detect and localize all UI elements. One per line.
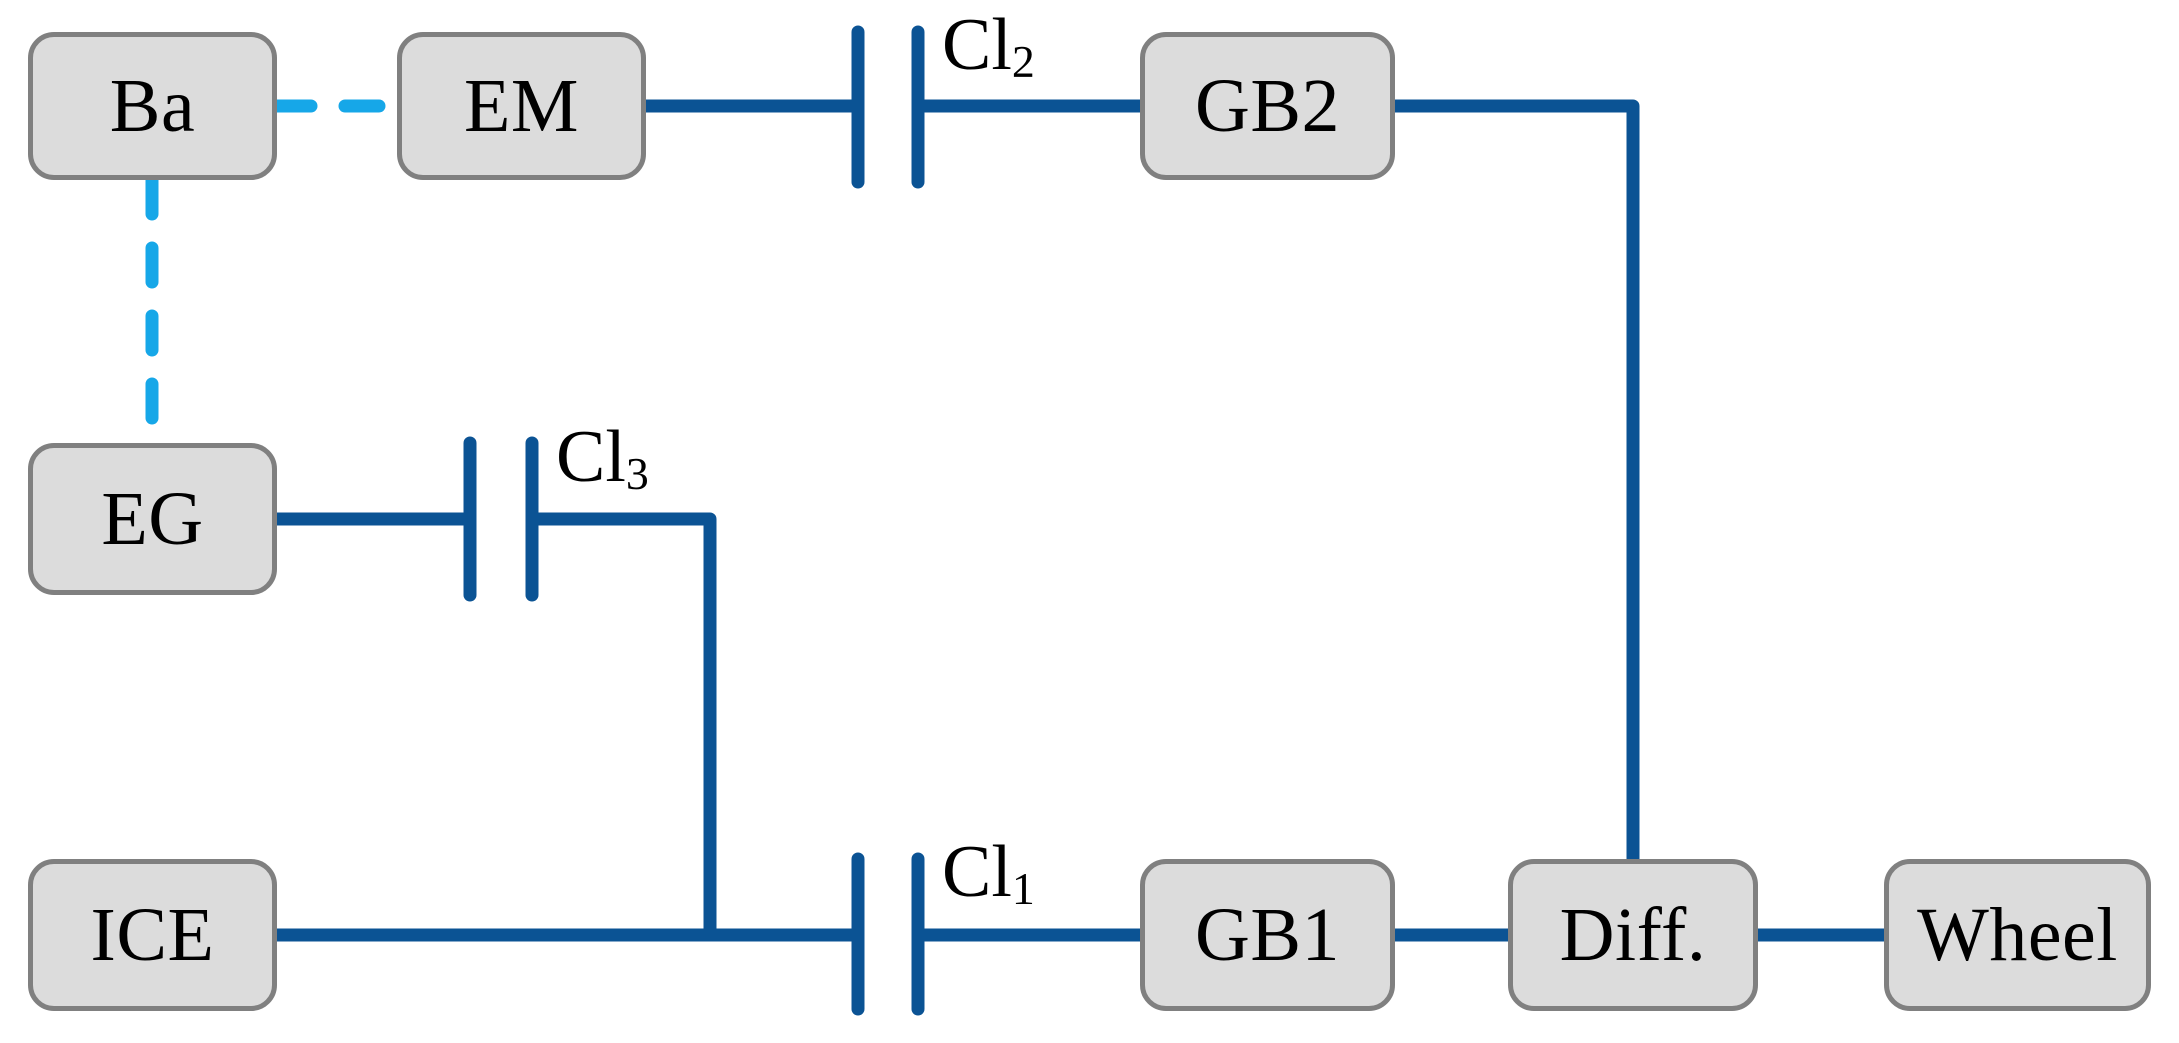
- clutch-label-cl1: Cl1: [942, 835, 1035, 912]
- clutch-label-cl3: Cl3: [556, 420, 649, 497]
- clutch-label-subscript-cl2: 2: [1011, 36, 1035, 88]
- clutch-label-text-cl2: Cl: [942, 4, 1012, 86]
- clutch-label-subscript-cl1: 1: [1011, 863, 1035, 915]
- node-label-em: EM: [464, 64, 579, 148]
- node-ice[interactable]: ICE: [28, 859, 277, 1011]
- node-diff[interactable]: Diff.: [1508, 859, 1758, 1011]
- node-em[interactable]: EM: [397, 32, 646, 180]
- node-label-ba: Ba: [109, 64, 196, 148]
- link-cl3-shaft: [525, 512, 717, 942]
- node-label-ice: ICE: [90, 893, 215, 977]
- node-label-wheel: Wheel: [1917, 893, 2118, 977]
- clutch-label-subscript-cl3: 3: [625, 448, 649, 500]
- node-wheel[interactable]: Wheel: [1884, 859, 2151, 1011]
- clutch-label-text-cl3: Cl: [556, 416, 626, 498]
- node-gb2[interactable]: GB2: [1140, 32, 1395, 180]
- node-eg[interactable]: EG: [28, 443, 277, 595]
- clutch-label-cl2: Cl2: [942, 8, 1035, 85]
- node-label-gb1: GB1: [1194, 893, 1341, 977]
- node-gb1[interactable]: GB1: [1140, 859, 1395, 1011]
- node-label-eg: EG: [101, 477, 204, 561]
- clutch-label-text-cl1: Cl: [942, 831, 1012, 913]
- link-gb2-diff: [1388, 99, 1640, 866]
- node-label-diff: Diff.: [1559, 893, 1707, 977]
- node-ba[interactable]: Ba: [28, 32, 277, 180]
- node-label-gb2: GB2: [1194, 64, 1341, 148]
